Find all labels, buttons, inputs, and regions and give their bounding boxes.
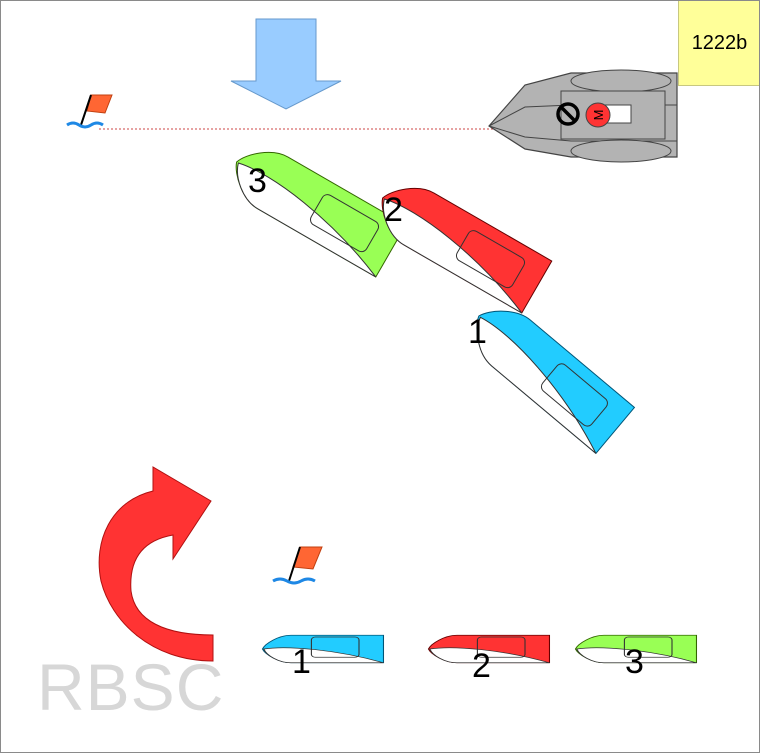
pin-mark-flag-bottom	[272, 546, 323, 585]
turn-arrow	[98, 466, 214, 662]
water-icon	[66, 121, 104, 129]
boat-bottom-1	[261, 634, 385, 664]
water-icon	[272, 577, 316, 585]
watermark-text: RBSC	[37, 650, 225, 724]
boat-number: 3	[625, 643, 644, 681]
boat-top-2	[367, 171, 553, 314]
boat-bottom-3	[574, 634, 698, 664]
boat-top-3	[221, 135, 407, 278]
committee-boat: M	[488, 69, 678, 163]
boat-number: 2	[384, 191, 403, 229]
boat-number: 2	[472, 647, 491, 685]
boat-top-1	[459, 292, 635, 454]
boat-number: 1	[292, 643, 311, 681]
diagram-id-label: 1222b	[678, 1, 759, 86]
boat-number: 1	[468, 313, 487, 351]
motor-flag-label: M	[591, 110, 606, 121]
motor-flag-icon	[585, 102, 611, 128]
pin-mark-flag-top	[66, 94, 113, 129]
wind-arrow	[230, 18, 342, 110]
boat-bottom-2	[427, 634, 551, 664]
boat-number: 3	[248, 162, 267, 200]
no-entry-icon	[556, 102, 580, 126]
